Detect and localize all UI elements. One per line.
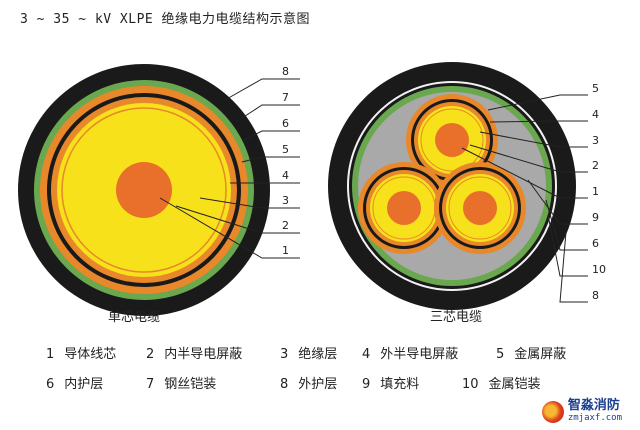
triple-callout-4: 4 xyxy=(592,108,599,121)
core-left xyxy=(358,162,450,254)
triple-callout-10: 10 xyxy=(592,263,606,276)
single-leaders xyxy=(159,78,300,259)
page-title: 3 ~ 35 ~ kV XLPE 绝缘电力电缆结构示意图 xyxy=(20,12,311,27)
triple-callout-1: 1 xyxy=(592,185,599,198)
brand-logo[interactable]: 智淼消防 zmjaxf.com xyxy=(541,398,622,424)
inner-semicon-line xyxy=(61,107,227,273)
armour-line xyxy=(347,81,557,291)
three-core-cable xyxy=(328,62,576,310)
triple-callout-9: 9 xyxy=(592,211,599,224)
core-right xyxy=(434,162,526,254)
triple-callout-8: 8 xyxy=(592,289,599,302)
triple-callout-2: 2 xyxy=(592,159,599,172)
single-callout-5: 5 xyxy=(282,143,289,156)
single-core-caption: 单芯电缆 xyxy=(108,310,161,325)
single-callout-8: 8 xyxy=(282,65,289,78)
cable-diagram: 8 7 6 5 4 3 2 1 xyxy=(18,62,606,316)
flame-logo-icon xyxy=(541,401,564,423)
triple-callout-labels: 5 4 3 2 1 9 6 10 8 xyxy=(592,82,606,302)
single-callout-3: 3 xyxy=(282,194,289,207)
triple-leaders xyxy=(461,94,588,303)
triple-callout-3: 3 xyxy=(592,134,599,147)
conductor xyxy=(116,162,172,218)
single-callout-7: 7 xyxy=(282,91,289,104)
single-callout-2: 2 xyxy=(282,219,289,232)
single-core-cable xyxy=(18,64,270,316)
brand-name: 智淼消防 xyxy=(567,398,620,413)
single-callout-labels: 8 7 6 5 4 3 2 1 xyxy=(282,65,289,257)
single-callout-4: 4 xyxy=(282,169,289,182)
brand-url: zmjaxf.com xyxy=(567,413,622,423)
triple-callout-6: 6 xyxy=(592,237,599,250)
three-core-caption: 三芯电缆 xyxy=(430,310,483,325)
single-callout-6: 6 xyxy=(282,117,289,130)
single-callout-1: 1 xyxy=(282,244,289,257)
triple-callout-5: 5 xyxy=(592,82,599,95)
